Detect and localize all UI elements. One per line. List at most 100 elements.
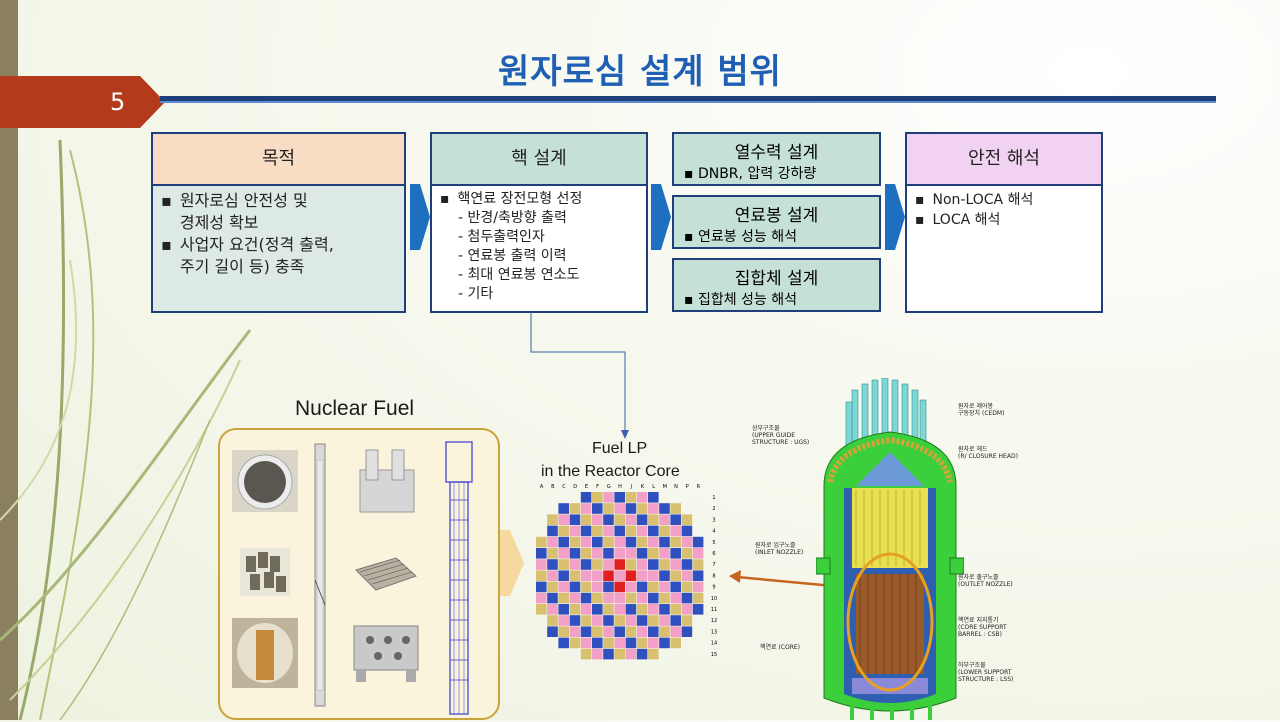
core-assembly-cell	[648, 581, 659, 593]
connector-line	[530, 312, 629, 439]
core-assembly-cell	[670, 536, 681, 548]
core-assembly-cell	[659, 581, 670, 593]
core-column-label: M	[663, 484, 667, 490]
core-assembly-cell	[636, 503, 648, 514]
core-assembly-cell	[558, 536, 569, 548]
label-outlet: 원자로 출구노즐(OUTLET NOZZLE)	[958, 574, 1013, 588]
core-row-label: 10	[711, 596, 717, 602]
core-assembly-cell	[603, 514, 614, 525]
label-lower-line-3: STRUCTURE : LSS)	[958, 676, 1014, 683]
core-assembly-cell	[648, 525, 659, 537]
core-assembly-cell	[558, 604, 569, 615]
core-assembly-cell	[547, 570, 558, 581]
core-assembly-cell	[614, 525, 625, 537]
core-assembly-cell	[547, 559, 558, 570]
decorative-swirl-lines	[0, 139, 252, 720]
label-inlet-line-2: (INLET NOZZLE)	[755, 549, 804, 556]
core-assembly-cell	[670, 548, 681, 559]
core-assembly-cell	[547, 514, 558, 525]
core-assembly-cell	[580, 514, 592, 525]
core-assembly-cell	[614, 592, 625, 604]
core-row-label: 4	[712, 529, 715, 535]
core-assembly-cell	[547, 592, 558, 604]
core-assembly-cell	[636, 548, 648, 559]
core-assembly-cell	[603, 492, 614, 503]
nuclear-design-sub-3: - 연료봉 출력 이력	[458, 248, 567, 264]
purpose-bullet-2-line-1: 사업자 요건(정격 출력,	[179, 235, 334, 254]
core-assembly-cell	[625, 648, 637, 660]
core-assembly-cell	[681, 604, 693, 615]
core-row-label: 8	[712, 573, 715, 579]
core-assembly-cell	[580, 592, 592, 604]
core-assembly-cell	[625, 626, 637, 637]
core-assembly-cell	[569, 559, 581, 570]
core-assembly-cell	[648, 514, 659, 525]
core-assembly-cell	[636, 570, 648, 581]
core-assembly-cell	[580, 604, 592, 615]
core-assembly-cell	[636, 615, 648, 626]
spacer-grid-image	[355, 557, 417, 591]
core-assembly-cell	[681, 592, 693, 604]
core-assembly-cell	[558, 615, 569, 626]
core-assembly-cell	[648, 626, 659, 637]
core-assembly-cell	[670, 559, 681, 570]
core-column-label: E	[585, 484, 588, 490]
core-assembly-cell	[659, 548, 670, 559]
core-assembly-cell	[536, 581, 547, 593]
core-assembly-cell	[625, 570, 637, 581]
core-assembly-cell	[580, 559, 592, 570]
core-assembly-cell	[547, 615, 558, 626]
core-assembly-cell	[648, 503, 659, 514]
core-assembly-cell	[636, 648, 648, 660]
flow-arrow-1	[410, 184, 430, 250]
assembly-header: 집합체 설계	[734, 269, 819, 289]
core-assembly-cell	[558, 514, 569, 525]
core-assembly-cell	[625, 592, 637, 604]
core-assembly-cell	[580, 525, 592, 537]
safety-bullet-2: ▪LOCA 해석	[915, 212, 1001, 228]
core-assembly-cell	[670, 514, 681, 525]
core-assembly-cell	[536, 570, 547, 581]
core-assembly-cell	[681, 536, 693, 548]
label-outlet-line-2: (OUTLET NOZZLE)	[958, 581, 1013, 588]
nuclear-design-bullet: ▪핵연료 장전모형 선정	[440, 191, 583, 207]
core-assembly-cell	[580, 570, 592, 581]
core-assembly-cell	[648, 648, 659, 660]
core-assembly-cell	[648, 592, 659, 604]
core-assembly-cell	[659, 604, 670, 615]
thermal-hydraulic-header: 열수력 설계	[734, 143, 819, 163]
core-assembly-cell	[580, 548, 592, 559]
label-upper-guide-line-2: (UPPER GUIDE	[752, 432, 796, 439]
core-assembly-cell	[692, 604, 704, 615]
core-assembly-cell	[569, 604, 581, 615]
core-assembly-cell	[670, 525, 681, 537]
core-row-label: 3	[712, 517, 715, 523]
core-assembly-cell	[536, 604, 547, 615]
core-assembly-cell	[536, 548, 547, 559]
core-assembly-cell	[670, 581, 681, 593]
label-core: 핵연료 (CORE)	[760, 644, 800, 651]
core-assembly-cell	[625, 615, 637, 626]
core-assembly-cell	[592, 648, 603, 660]
safety-bullet-1-text: Non-LOCA 해석	[932, 192, 1034, 208]
core-assembly-cell	[580, 626, 592, 637]
page-number-tab	[0, 76, 165, 128]
label-lower-line-2: (LOWER SUPPORT	[958, 669, 1012, 676]
core-column-label: F	[596, 484, 599, 490]
core-assembly-cell	[692, 536, 704, 548]
core-assembly-cell	[592, 503, 603, 514]
core-column-label: N	[674, 484, 678, 490]
core-assembly-cell	[547, 548, 558, 559]
core-assembly-cell	[614, 536, 625, 548]
core-assembly-cell	[681, 525, 693, 537]
core-assembly-cell	[659, 570, 670, 581]
nuclear-design-body: ▪핵연료 장전모형 선정 - 반경/축방향 출력 - 첨두출력인자 - 연료봉 …	[430, 184, 648, 313]
fuel-lp-label-2: in the Reactor Core	[541, 463, 680, 480]
core-assembly-cell	[536, 592, 547, 604]
core-assembly-cell	[692, 570, 704, 581]
core-assembly-cell	[681, 615, 693, 626]
core-assembly-cell	[603, 626, 614, 637]
